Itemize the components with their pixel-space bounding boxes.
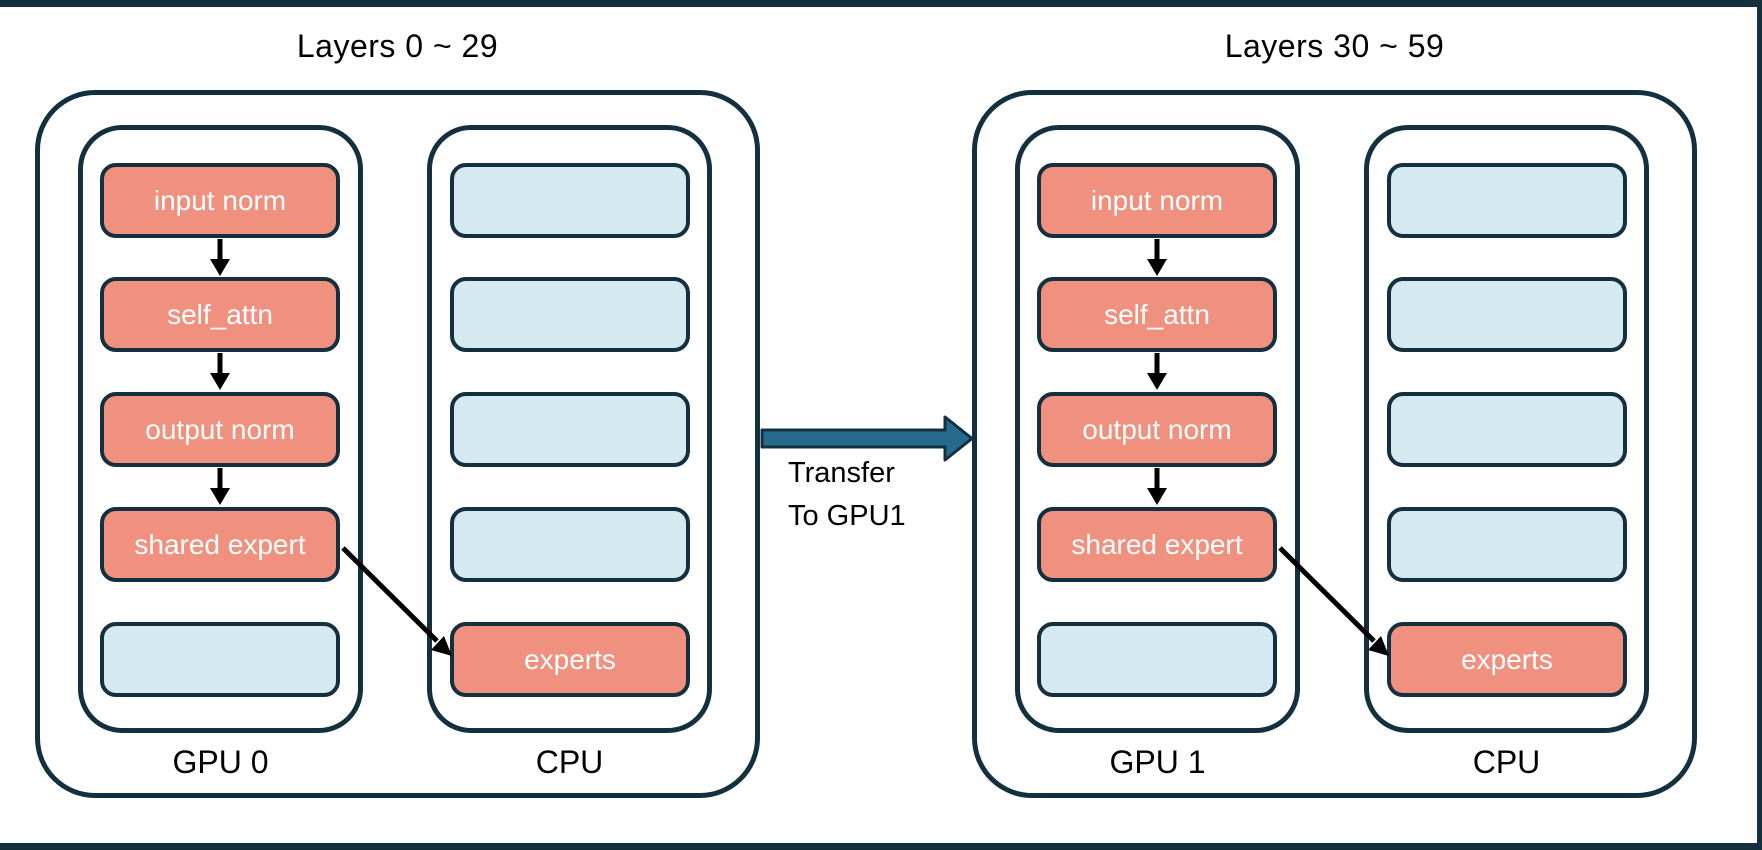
empty-slot-box bbox=[450, 507, 690, 582]
shared-expert-box: shared expert bbox=[1037, 507, 1277, 582]
transfer-label-line1: Transfer bbox=[788, 457, 895, 489]
shared-expert-box: shared expert bbox=[100, 507, 340, 582]
layers-range-title: Layers 0 ~ 29 bbox=[296, 28, 499, 64]
layers-range-title: Layers 30 ~ 59 bbox=[1224, 28, 1445, 64]
gpu0-label: GPU 0 bbox=[172, 744, 269, 780]
gpu1-label: GPU 1 bbox=[1109, 744, 1206, 780]
frame-bottom-bar bbox=[0, 843, 1762, 850]
experts-box: experts bbox=[450, 622, 690, 697]
input-norm-box: input norm bbox=[100, 163, 340, 238]
empty-slot-box bbox=[1037, 622, 1277, 697]
self-attn-box: self_attn bbox=[100, 277, 340, 352]
empty-slot-box bbox=[1387, 163, 1627, 238]
cluster-layers-0-29: Layers 0 ~ 29 input norm self_attn outpu… bbox=[0, 0, 825, 850]
empty-slot-box bbox=[1387, 507, 1627, 582]
empty-slot-box bbox=[450, 392, 690, 467]
empty-slot-box bbox=[1387, 392, 1627, 467]
empty-slot-box bbox=[100, 622, 340, 697]
output-norm-box: output norm bbox=[1037, 392, 1277, 467]
frame-top-bar bbox=[0, 0, 1762, 7]
transfer-label-line2: To GPU1 bbox=[788, 500, 906, 532]
self-attn-box: self_attn bbox=[1037, 277, 1277, 352]
cluster-layers-30-59: Layers 30 ~ 59 input norm self_attn outp… bbox=[937, 0, 1762, 850]
empty-slot-box bbox=[450, 163, 690, 238]
empty-slot-box bbox=[1387, 277, 1627, 352]
transfer-label: Transfer To GPU1 bbox=[788, 452, 906, 538]
cpu-label-right: CPU bbox=[1472, 744, 1541, 780]
empty-slot-box bbox=[450, 277, 690, 352]
input-norm-box: input norm bbox=[1037, 163, 1277, 238]
cpu-label-left: CPU bbox=[535, 744, 604, 780]
experts-box: experts bbox=[1387, 622, 1627, 697]
frame-right-bar bbox=[1757, 0, 1762, 850]
output-norm-box: output norm bbox=[100, 392, 340, 467]
